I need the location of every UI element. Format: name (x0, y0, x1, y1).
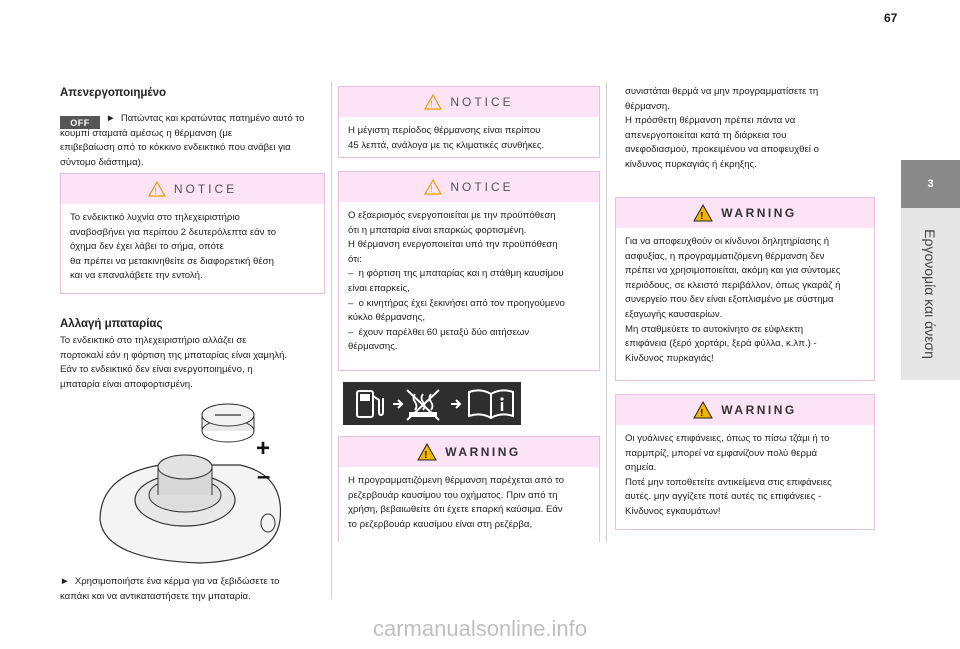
warning-box-glass: ! WARNING Οι γυάλινες επιφάνειες, όπως τ… (615, 394, 875, 530)
svg-text:!: ! (431, 184, 437, 194)
notice-title: NOTICE (450, 95, 514, 109)
warning-box-fuel: ! WARNING Η προγραμματιζόμενη θέρμανση π… (338, 436, 600, 542)
notice-box-conditions: ! NOTICE Ο εξαερισμός ενεργοποιείται με … (338, 171, 600, 371)
warning-triangle-icon: ! (417, 443, 438, 461)
notice-header: ! NOTICE (339, 172, 599, 202)
notice-triangle-icon: ! (424, 179, 443, 195)
chapter-tab[interactable]: 3 (901, 160, 960, 208)
notice-box-duration: ! NOTICE Η μέγιστη περίοδος θέρμανσης εί… (338, 86, 600, 158)
notice-text: Το ενδεικτικό λυχνία στο τηλεχειριστήριο… (70, 212, 277, 282)
notice-triangle-icon: ! (424, 94, 443, 110)
off-paragraph: ► Πατώντας και κρατώντας πατημένο αυτό τ… (60, 113, 305, 168)
svg-text:!: ! (700, 211, 706, 222)
notice-title: NOTICE (450, 180, 514, 194)
svg-text:!: ! (700, 408, 706, 419)
battery-minus-sign: – (257, 463, 271, 490)
notice-box-signal: ! NOTICE Το ενδεικτικό λυχνία στο τηλεχε… (60, 173, 325, 294)
battery-paragraph: Το ενδεικτικό στο τηλεχειριστήριο αλλάζε… (60, 335, 288, 390)
chapter-title: Εργονομία και άνεση (922, 229, 938, 359)
svg-text:!: ! (431, 99, 437, 109)
notice-header: ! NOTICE (61, 174, 324, 204)
column-divider (606, 82, 607, 542)
warning-triangle-icon: ! (693, 204, 714, 222)
fuel-heat-manual-icons (356, 389, 514, 421)
symbol-strip (343, 382, 521, 425)
notice-header: ! NOTICE (339, 87, 599, 117)
warning-title: WARNING (445, 445, 521, 459)
svg-text:!: ! (154, 186, 160, 196)
no-heater-icon (406, 389, 440, 421)
page-number: 67 (884, 11, 898, 25)
notice-triangle-icon: ! (147, 181, 166, 197)
warning-header: ! WARNING (616, 198, 874, 228)
manual-book-icon (468, 389, 514, 420)
coin-paragraph: ► Χρησιμοποιήστε ένα κέρμα για να ξεβιδώ… (60, 576, 280, 602)
notice-text: Ο εξαερισμός ενεργοποιείται με την προϋπ… (348, 210, 565, 353)
warning-triangle-icon: ! (693, 401, 714, 419)
section-heading-off: Απενεργοποιημένο (60, 87, 167, 99)
warning-text: Οι γυάλινες επιφάνειες, όπως το πίσω τζά… (625, 433, 832, 517)
watermark: carmanualsonline.info (372, 616, 588, 641)
warning-header: ! WARNING (616, 395, 874, 425)
chapter-tab-strip (901, 208, 960, 380)
notice-title: NOTICE (173, 182, 238, 196)
battery-plus-sign: + (256, 435, 271, 462)
warning-box-poisoning: ! WARNING Για να αποφευχθούν οι κίνδυνοι… (615, 197, 875, 381)
warning-text: Η προγραμματιζόμενη θέρμανση παρέχεται α… (348, 475, 564, 530)
warning-text: Για να αποφευχθούν οι κίνδυνοι δηλητηρία… (625, 236, 841, 364)
column-divider (331, 82, 332, 599)
warning-title: WARNING (721, 206, 797, 220)
warning-title: WARNING (721, 403, 797, 417)
warning-header: ! WARNING (339, 437, 599, 467)
refuel-paragraph: συνιστάται θερμά να μην προγραμματίσετε … (625, 86, 819, 170)
key-fob-battery-illustration (99, 403, 282, 564)
notice-text: Η μέγιστη περίοδος θέρμανσης είναι περίπ… (348, 125, 545, 151)
off-button-icon: OFF (60, 116, 100, 129)
fuel-pump-icon (356, 390, 384, 418)
svg-text:!: ! (424, 450, 430, 461)
section-heading-battery: Αλλαγή μπαταρίας (60, 318, 163, 330)
